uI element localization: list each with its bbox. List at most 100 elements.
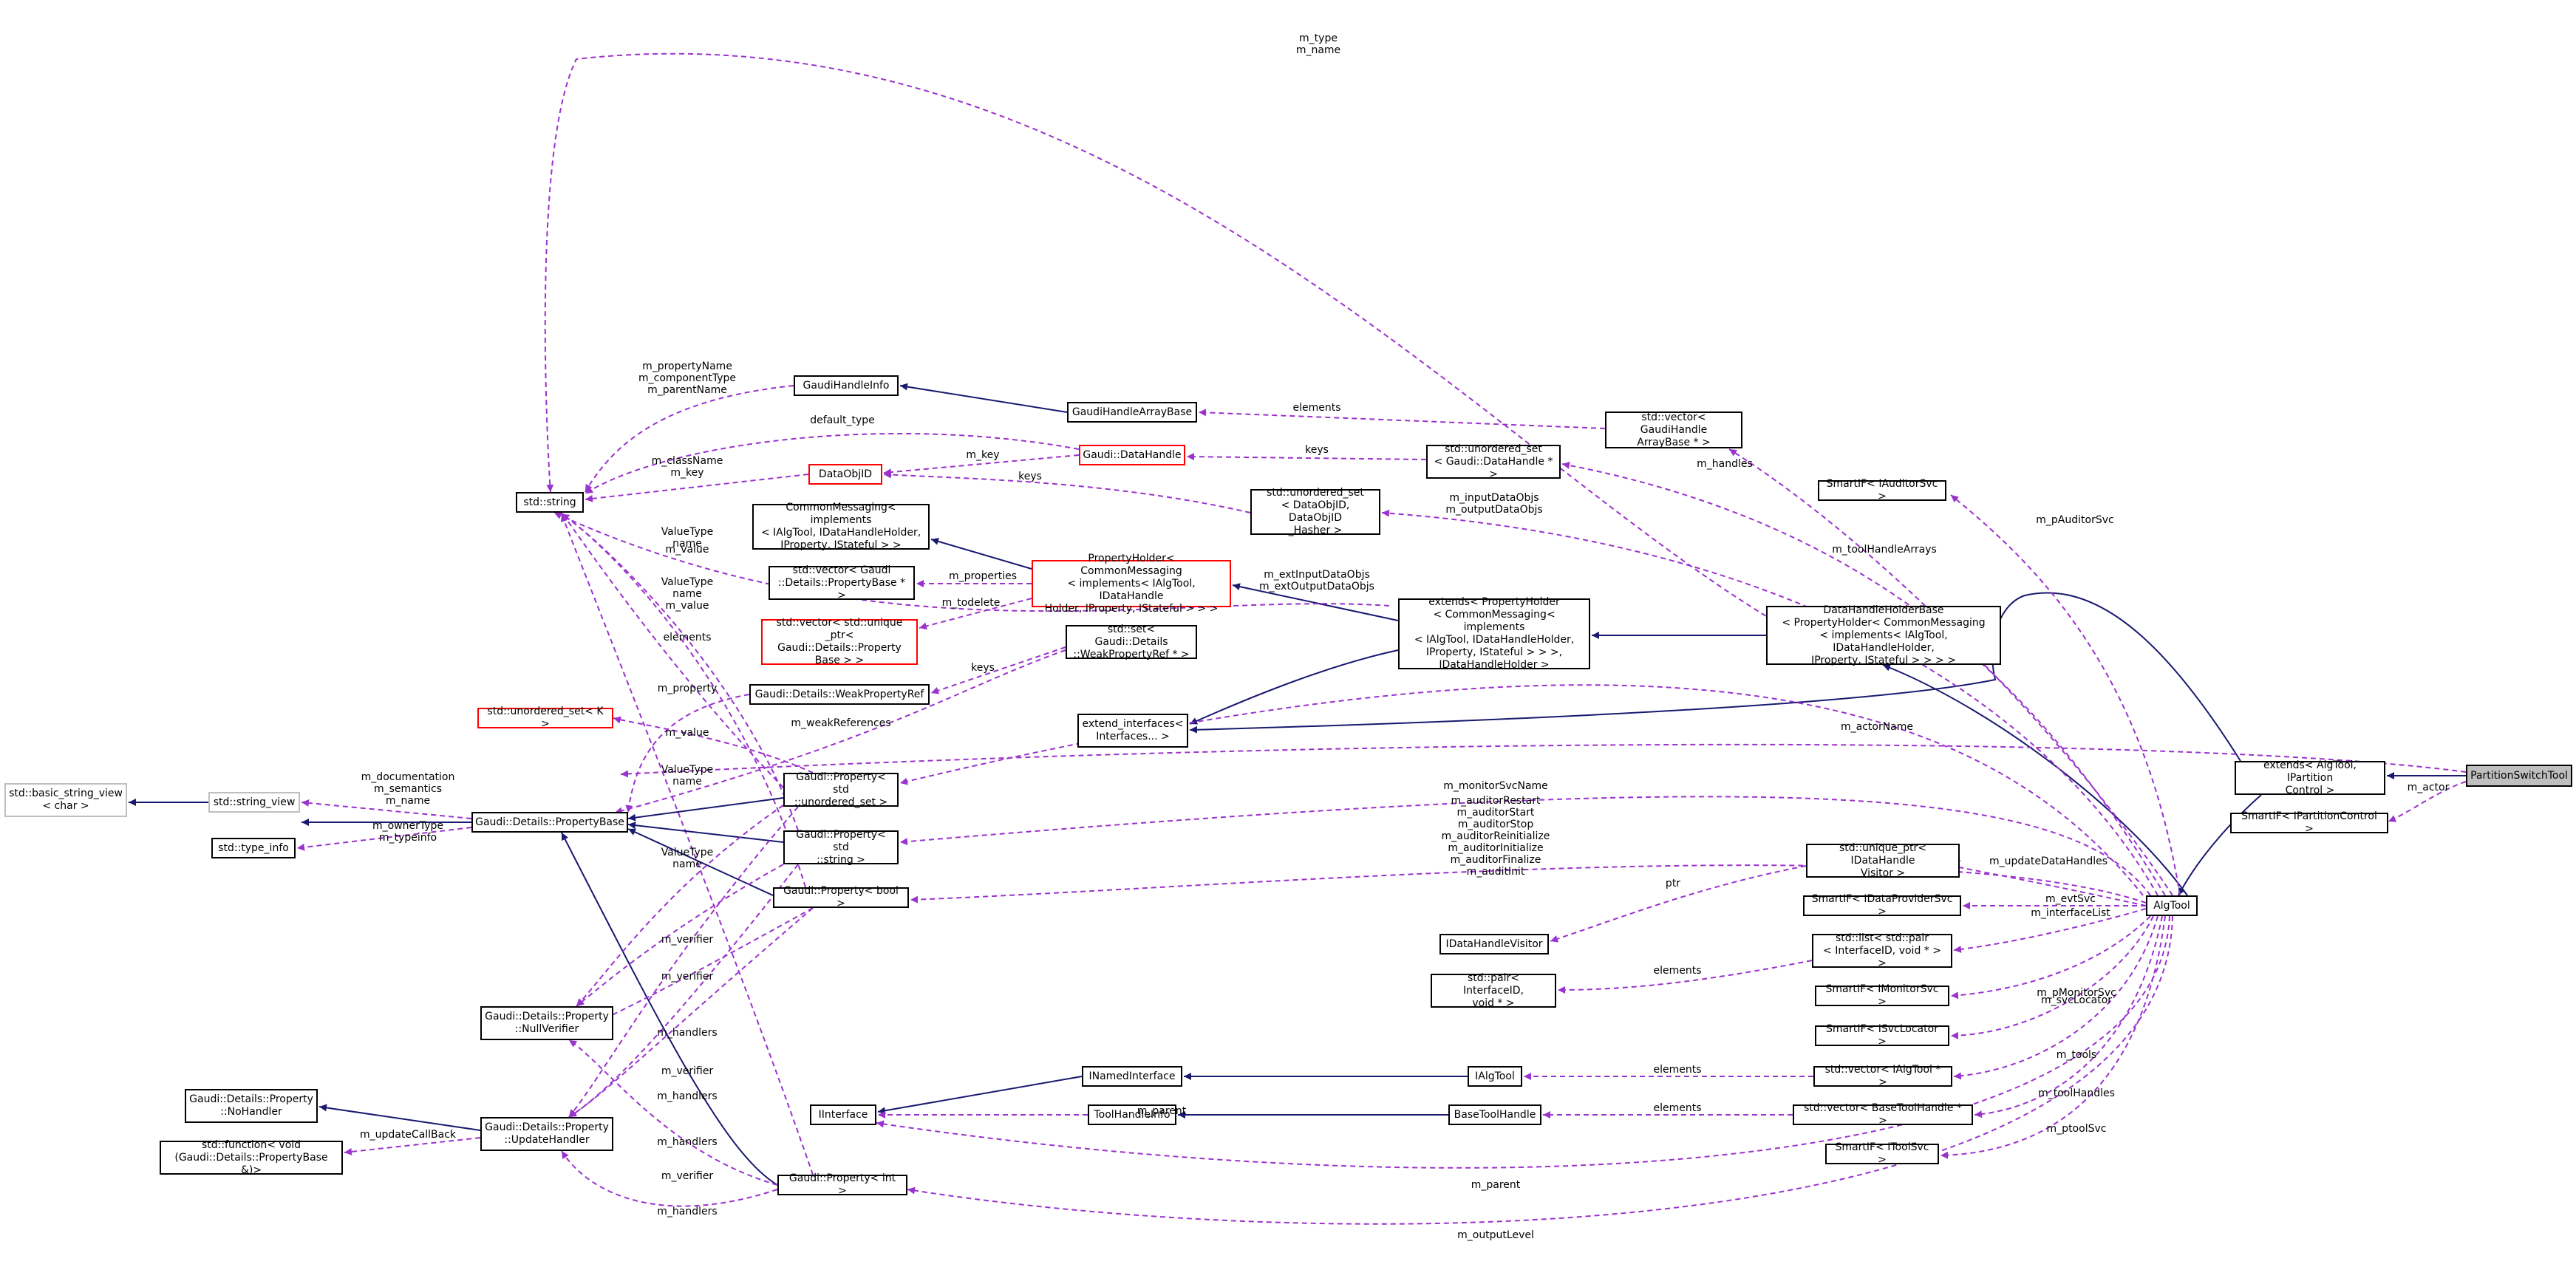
node-property-bool[interactable]: Gaudi::Property< bool > (773, 885, 909, 909)
node-property-unordered-set[interactable]: Gaudi::Property< std ::unordered_set > (783, 771, 899, 808)
node-partition-switch-tool[interactable]: PartitionSwitchTool (2466, 765, 2572, 787)
node-gaudihandleinfo[interactable]: GaudiHandleInfo (794, 375, 899, 396)
node-std-string[interactable]: std::string (516, 492, 584, 513)
node-unordered-set-gaudi-datahandle[interactable]: std::unordered_set < Gaudi::DataHandle *… (1426, 443, 1561, 480)
node-basic-string-view[interactable]: std::basic_string_view < char > (4, 783, 127, 817)
node-updatehandler[interactable]: Gaudi::Details::Property ::UpdateHandler (480, 1117, 613, 1151)
inheritance-edge (1232, 583, 1399, 621)
usage-edge (568, 864, 799, 1118)
node-vector-unique-ptr-propertybase[interactable]: std::vector< std::unique _ptr< Gaudi::De… (761, 617, 918, 666)
inheritance-edge (1189, 592, 2241, 762)
node-vector-ialgtool[interactable]: std::vector< IAlgTool * > (1813, 1064, 1952, 1088)
usage-edge (1198, 409, 1606, 429)
edge-label: m_verifier (661, 1065, 714, 1077)
node-dataobjid[interactable]: DataObjID (808, 464, 882, 485)
edge-label: keys (971, 662, 995, 674)
usage-edge (585, 385, 794, 493)
node-nohandler[interactable]: Gaudi::Details::Property ::NoHandler (185, 1089, 318, 1123)
usage-edge (1953, 915, 2158, 1080)
usage-edge (620, 743, 2467, 778)
usage-edge (576, 805, 784, 1007)
node-pair-interfaceid[interactable]: std::pair< InterfaceID, void * > (1431, 972, 1556, 1009)
edge-label: m_inputDataObjs m_outputDataObjs (1445, 492, 1543, 516)
edge-label: m_value (665, 727, 709, 739)
usage-edge (1186, 453, 1427, 461)
node-type-info[interactable]: std::type_info (211, 838, 296, 858)
node-gaudihandlearraybase[interactable]: GaudiHandleArrayBase (1067, 402, 1197, 423)
inheritance-edge (2178, 794, 2262, 896)
edge-label: m_documentation m_semantics m_name (361, 771, 455, 807)
node-function-void[interactable]: std::function< void (Gaudi::Details::Pro… (160, 1139, 343, 1176)
edge-label: m_verifier (661, 1170, 714, 1182)
inheritance-edge (930, 538, 1032, 570)
usage-edge (568, 1039, 778, 1186)
usage-edge (2388, 781, 2467, 822)
edge-label: m_auditorRestart m_auditorStart m_audito… (1441, 795, 1550, 878)
node-vector-gaudihandle-arraybase[interactable]: std::vector< GaudiHandle ArrayBase * > (1605, 411, 1742, 448)
node-extend-interfaces[interactable]: extend_interfaces< Interfaces... > (1077, 714, 1188, 748)
usage-edge (1953, 908, 2147, 953)
edge-label: m_handlers (657, 1090, 718, 1102)
edge-label: m_interfaceList (2031, 907, 2110, 919)
usage-edge (553, 512, 1390, 612)
node-smartif-idataprovidersvc[interactable]: SmartIF< IDataProviderSvc > (1803, 893, 1961, 918)
node-vector-basetoolhandle[interactable]: std::vector< BaseToolHandle * > (1793, 1102, 1973, 1127)
usage-edge (568, 907, 814, 1118)
edge-label: m_className m_key (651, 455, 723, 479)
node-property-string[interactable]: Gaudi::Property< std ::string > (783, 829, 899, 866)
node-datahandleholderbase[interactable]: DataHandleHolderBase < PropertyHolder< C… (1766, 604, 2001, 666)
node-weakpropertyref[interactable]: Gaudi::Details::WeakPropertyRef (749, 684, 930, 705)
usage-edge (561, 1150, 778, 1207)
node-string-view[interactable]: std::string_view (208, 792, 300, 813)
node-idatahandlevisitor[interactable]: IDataHandleVisitor (1439, 934, 1549, 954)
node-gaudi-datahandle[interactable]: Gaudi::DataHandle (1079, 445, 1185, 465)
node-smartif-ipartitioncontrol[interactable]: SmartIF< IPartitionControl > (2230, 810, 2388, 835)
node-extends-algtool-ipartition[interactable]: extends< AlgTool, IPartition Control > (2235, 759, 2385, 796)
node-smartif-isvclocator[interactable]: SmartIF< ISvcLocator > (1815, 1023, 1949, 1048)
node-extends-propertyholder[interactable]: extends< PropertyHolder < CommonMessagin… (1398, 596, 1590, 671)
inheritance-edge (561, 832, 778, 1186)
node-property-int[interactable]: Gaudi::Property< int > (777, 1172, 907, 1197)
usage-edge (568, 806, 799, 1118)
inheritance-edge (627, 822, 784, 843)
node-unordered-set-dataobjid[interactable]: std::unordered_set < DataObjID, DataObjI… (1250, 487, 1380, 536)
edge-label: m_tools (2056, 1049, 2097, 1061)
node-inamedinterface[interactable]: INamedInterface (1082, 1066, 1182, 1087)
edge-label: m_handles (1697, 458, 1753, 470)
node-unique-ptr-idatahandlevisitor[interactable]: std::unique_ptr< IDataHandle Visitor > (1806, 842, 1960, 879)
edge-label: elements (1292, 402, 1341, 414)
usage-edge (919, 598, 1032, 630)
usage-edge (585, 474, 809, 502)
usage-edge (613, 716, 814, 773)
node-basetoolhandle[interactable]: BaseToolHandle (1448, 1104, 1541, 1125)
usage-edge (614, 649, 1066, 815)
usage-edge (1950, 494, 2181, 896)
edge-label: keys (1305, 444, 1329, 456)
node-propertyholder[interactable]: PropertyHolder< CommonMessaging < implem… (1032, 553, 1231, 615)
usage-edge (1550, 865, 1807, 943)
edge-label: m_handlers (657, 1206, 718, 1218)
usage-edge (1940, 915, 2166, 1159)
node-list-pair-interfaceid[interactable]: std::list< std::pair < InterfaceID, void… (1812, 932, 1952, 969)
edge-label: ValueType name (661, 764, 714, 788)
node-propertybase[interactable]: Gaudi::Details::PropertyBase (471, 812, 628, 833)
node-iinterface[interactable]: IInterface (810, 1104, 876, 1125)
edge-label: m_evtSvc (2045, 893, 2096, 905)
node-nullverifier[interactable]: Gaudi::Details::Property ::NullVerifier (480, 1006, 613, 1040)
node-commonmessaging[interactable]: CommonMessaging< implements < IAlgTool, … (752, 502, 930, 551)
node-algtool[interactable]: AlgTool (2146, 895, 2198, 916)
usage-edge (344, 1137, 481, 1155)
edge-label: m_weakReferences (791, 717, 891, 729)
node-smartif-itoolsvc[interactable]: SmartIF< IToolSvc > (1825, 1141, 1939, 1166)
node-smartif-iauditorsvc[interactable]: SmartIF< IAuditorSvc > (1818, 478, 1946, 502)
edge-label: m_handlers (657, 1136, 718, 1148)
node-vector-propertybase-ptr[interactable]: std::vector< Gaudi ::Details::PropertyBa… (769, 564, 915, 601)
node-smartif-imonitorsvc[interactable]: SmartIF< IMonitorSvc > (1815, 983, 1949, 1008)
usage-edge (625, 694, 750, 813)
node-toolhandleinfo[interactable]: ToolHandleInfo (1088, 1104, 1176, 1125)
node-unordered-set-k[interactable]: std::unordered_set< K > (477, 706, 613, 730)
node-set-weakpropertyref[interactable]: std::set< Gaudi::Details ::WeakPropertyR… (1066, 624, 1197, 660)
edge-label: m_ownerType m_typeinfo (372, 820, 444, 844)
node-ialgtool[interactable]: IAlgTool (1468, 1066, 1522, 1087)
